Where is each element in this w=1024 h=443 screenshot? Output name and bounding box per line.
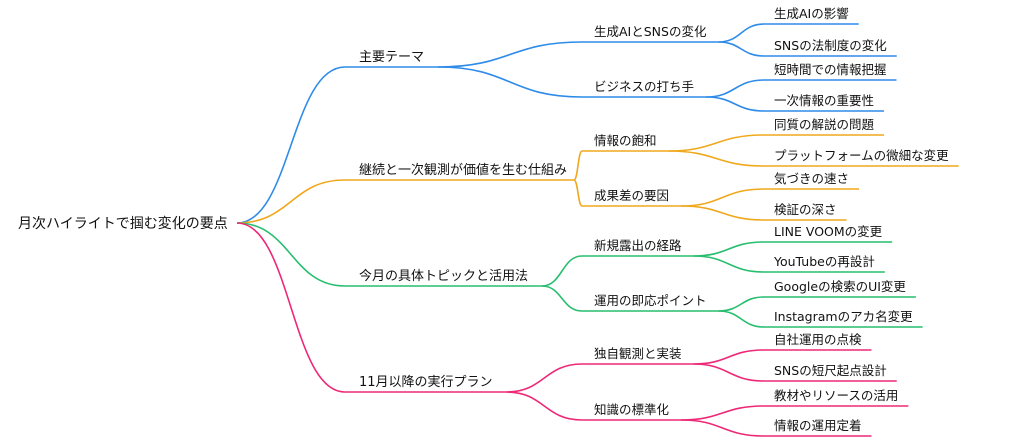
root-node[interactable]: 月次ハイライトで掴む変化の要点: [18, 215, 228, 232]
leaf-node[interactable]: 情報の運用定着: [774, 418, 862, 433]
leaf-node[interactable]: Instagramのアカ名変更: [774, 309, 913, 324]
connector-sub-to-leaf: [681, 205, 765, 221]
subbranch-node[interactable]: 知識の標準化: [594, 402, 670, 417]
connector-sub-to-leaf: [718, 310, 765, 328]
leaf-node[interactable]: 生成AIの影響: [774, 6, 849, 21]
leaf-node[interactable]: SNSの短尺起点設計: [774, 363, 887, 378]
connector-sub-to-leaf: [718, 296, 765, 312]
connector-sub-to-leaf: [693, 255, 765, 273]
connector-sub-to-leaf: [693, 349, 765, 365]
leaf-node[interactable]: 短時間での情報把握: [774, 62, 887, 77]
connector-root-to-main: [236, 222, 346, 393]
connector-main-to-sub: [541, 255, 583, 287]
leaf-node[interactable]: プラットフォームの微細な変更: [774, 148, 949, 163]
connector-sub-to-leaf: [668, 150, 765, 167]
leaf-node[interactable]: 検証の深さ: [774, 202, 837, 217]
connector-main-to-sub: [506, 363, 583, 393]
leaf-node[interactable]: 一次情報の重要性: [774, 93, 874, 108]
branch-node[interactable]: 11月以降の実行プラン: [359, 374, 493, 390]
subbranch-node[interactable]: 独自観測と実装: [594, 346, 682, 361]
connector-root-to-main: [236, 222, 346, 287]
connector-sub-to-leaf: [668, 134, 765, 152]
leaf-node[interactable]: 教材やリソースの活用: [774, 388, 898, 403]
leaf-node[interactable]: 同質の解説の問題: [774, 117, 875, 132]
leaf-node[interactable]: YouTubeの再設計: [773, 254, 875, 269]
connector-main-to-sub: [506, 391, 583, 421]
connector-main-to-sub: [573, 150, 583, 181]
leaf-node[interactable]: LINE VOOMの変更: [774, 224, 883, 239]
subbranch-node[interactable]: 運用の即応ポイント: [594, 293, 707, 308]
connector-sub-to-leaf: [693, 241, 765, 257]
connector-sub-to-leaf: [693, 363, 765, 382]
branch-node[interactable]: 継続と一次観測が価値を生む仕組み: [359, 162, 567, 178]
leaf-node[interactable]: Googleの検索のUI変更: [774, 279, 906, 294]
subbranch-node[interactable]: ビジネスの打ち手: [594, 79, 694, 94]
connector-sub-to-leaf: [706, 96, 765, 112]
subbranch-node[interactable]: 成果差の要因: [594, 188, 669, 203]
connector-main-to-sub: [438, 41, 583, 68]
connector-sub-to-leaf: [681, 405, 765, 421]
connector-root-to-main: [236, 179, 346, 224]
connector-main-to-sub: [541, 285, 583, 312]
subbranch-node[interactable]: 情報の飽和: [594, 133, 657, 148]
subbranch-node[interactable]: 新規露出の経路: [594, 238, 682, 253]
connector-root-to-main: [236, 66, 346, 224]
connector-sub-to-leaf: [718, 41, 765, 57]
subbranch-node[interactable]: 生成AIとSNSの変化: [594, 24, 707, 39]
connector-sub-to-leaf: [718, 23, 765, 43]
leaf-node[interactable]: 気づきの速さ: [774, 171, 849, 186]
leaf-node[interactable]: 自社運用の点検: [774, 332, 862, 347]
connector-sub-to-leaf: [706, 79, 765, 98]
connector-sub-to-leaf: [681, 188, 765, 207]
leaf-node[interactable]: SNSの法制度の変化: [774, 38, 887, 53]
connector-main-to-sub: [573, 179, 583, 207]
connector-sub-to-leaf: [681, 419, 765, 437]
connector-main-to-sub: [438, 66, 583, 98]
branch-node[interactable]: 今月の具体トピックと活用法: [359, 268, 528, 284]
branch-node[interactable]: 主要テーマ: [359, 50, 424, 65]
